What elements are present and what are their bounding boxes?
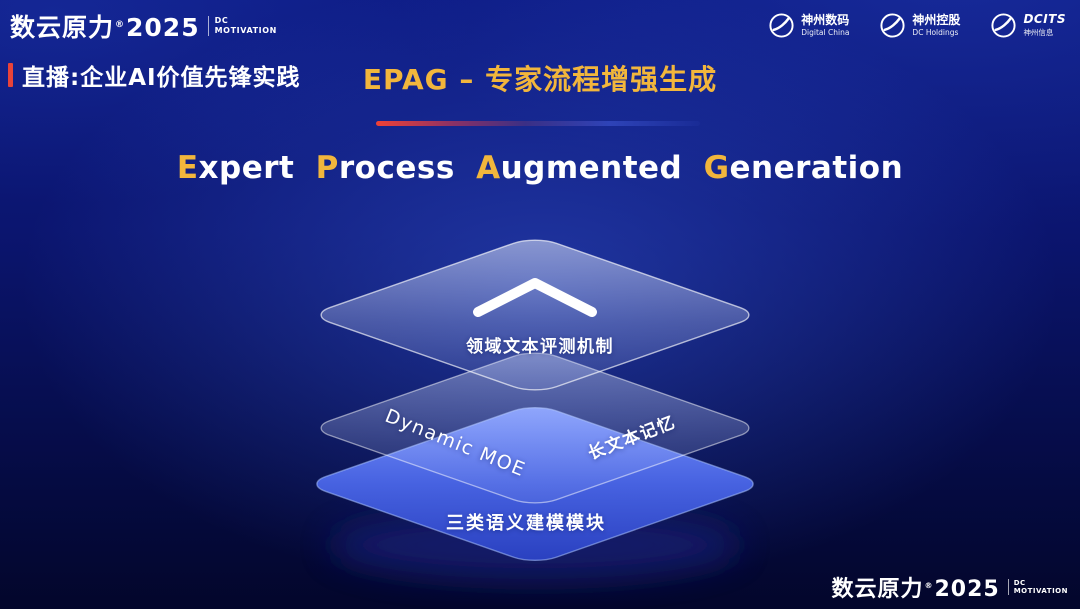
- logo-dc-holdings: 神州控股 DC Holdings: [879, 12, 960, 39]
- footer-reg-mark: ®: [924, 580, 934, 590]
- subtitle-word-generation: Generation: [704, 150, 904, 186]
- brand-logo-top-left: 数云原力®2025 DC MOTIVATION: [10, 8, 277, 44]
- brand-subtext: DC MOTIVATION: [207, 16, 277, 36]
- layer-top-shape: [309, 236, 762, 394]
- partner-logos: 神州数码 Digital China 神州控股 DC Holdings DCIT…: [768, 12, 1066, 39]
- layer-middle-right-label: 长文本记忆: [585, 412, 679, 465]
- dcits-subtitle: 神州信息: [1023, 27, 1054, 37]
- layer-top-label: 领域文本评测机制: [466, 337, 614, 357]
- digital-china-swoosh-icon: [768, 12, 795, 39]
- footer-motivation: MOTIVATION: [1013, 587, 1068, 595]
- footer-brand-name: 数云原力: [831, 577, 924, 602]
- logo-digital-china: 神州数码 Digital China: [768, 12, 849, 39]
- subtitle-rest-a: ugmented: [500, 150, 683, 186]
- brand-reg-mark: ®: [115, 19, 126, 30]
- subtitle-rest-e: xpert: [198, 150, 295, 186]
- slide-title: EPAG – 专家流程增强生成: [362, 63, 718, 96]
- live-stream-text: 直播:企业AI价值先锋实践: [22, 65, 301, 91]
- brand-year: 2025: [126, 13, 200, 42]
- chevron-up-icon: [473, 278, 597, 317]
- brand-wordmark: 数云原力®2025: [10, 8, 200, 44]
- layer-middle-left-label: Dynamic MOE: [381, 404, 529, 482]
- digital-china-subtitle: Digital China: [801, 27, 850, 37]
- subtitle-word-expert: Expert: [177, 150, 295, 186]
- layer-middle-shape: [309, 349, 762, 507]
- dcits-title: DCITS: [1023, 12, 1066, 27]
- layer-bottom-shape: [304, 403, 765, 564]
- logo-dcits: DCITS 神州信息: [990, 12, 1066, 39]
- dc-holdings-title: 神州控股: [912, 13, 961, 28]
- footer-brand-year: 2025: [934, 577, 1000, 602]
- subtitle-lead-e: E: [176, 150, 199, 186]
- subtitle-rest-g: eneration: [729, 150, 904, 186]
- gradient-divider: [376, 121, 700, 126]
- dc-holdings-subtitle: DC Holdings: [912, 27, 959, 37]
- dcits-swoosh-icon: [990, 12, 1017, 39]
- subtitle-rest-p: rocess: [338, 150, 455, 186]
- dc-holdings-text: 神州控股 DC Holdings: [912, 13, 961, 37]
- slide-subtitle: Expert Process Augmented Generation: [0, 150, 1080, 186]
- red-accent-bar: [8, 63, 13, 87]
- dc-holdings-swoosh-icon: [879, 12, 906, 39]
- live-stream-label: 直播:企业AI价值先锋实践: [8, 58, 301, 92]
- brand-dc: DC: [214, 16, 229, 26]
- footer-wordmark: 数云原力®2025: [831, 571, 999, 603]
- brand-name: 数云原力: [10, 13, 115, 42]
- footer-dc: DC: [1013, 578, 1026, 587]
- subtitle-lead-g: G: [703, 150, 730, 186]
- dcits-text: DCITS 神州信息: [1023, 12, 1066, 38]
- subtitle-lead-p: P: [315, 150, 339, 186]
- brand-motivation: MOTIVATION: [214, 26, 277, 35]
- layer-bottom-label: 三类语义建模模块: [446, 513, 606, 534]
- subtitle-word-augmented: Augmented: [476, 150, 682, 186]
- brand-logo-bottom-right: 数云原力®2025 DC MOTIVATION: [831, 571, 1068, 603]
- subtitle-lead-a: A: [476, 150, 501, 186]
- digital-china-text: 神州数码 Digital China: [801, 13, 850, 37]
- digital-china-title: 神州数码: [801, 13, 850, 28]
- footer-subtext: DC MOTIVATION: [1007, 578, 1068, 596]
- subtitle-word-process: Process: [316, 150, 455, 186]
